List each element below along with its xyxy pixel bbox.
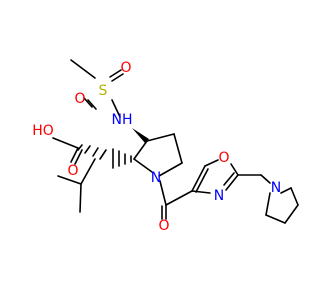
bond-s-o-right bbox=[109, 69, 122, 78]
bond-s-o-right-2 bbox=[111, 73, 124, 82]
bond-ox-c4-c5 bbox=[191, 165, 206, 192]
bond-c2-c3 bbox=[133, 140, 148, 160]
atom-sulfonyl-o2: O bbox=[120, 60, 131, 76]
atom-carboxyl-o: O bbox=[67, 163, 78, 179]
bond-ipr-me2 bbox=[79, 183, 82, 213]
bond-ox-c2-n-2 bbox=[223, 172, 235, 186]
bond-s-o-lower-2 bbox=[83, 97, 93, 108]
atom-sulfonamide-nh: NH bbox=[112, 112, 133, 128]
bond-pyr-c-n bbox=[265, 192, 271, 216]
bond-pyr-c-c3 bbox=[265, 214, 286, 224]
bond-cooh-o-double bbox=[70, 147, 79, 163]
bond-c5-n bbox=[158, 162, 183, 177]
atom-hydroxyl: HO bbox=[32, 123, 54, 139]
bond-ox-c5-o bbox=[204, 159, 219, 167]
bond-methyl-s bbox=[70, 59, 96, 79]
bond-ch2-n bbox=[260, 174, 271, 184]
bond-carbonyl-oxazole bbox=[165, 190, 193, 206]
bond-ox-c2-n bbox=[225, 174, 239, 191]
atom-pyrrolidine-n: N bbox=[151, 170, 161, 186]
bond-ox-n-c4 bbox=[191, 190, 211, 194]
bond-ipr-me1 bbox=[57, 175, 82, 185]
bond-wedge-c3-nh bbox=[132, 128, 149, 143]
bond-n-carbonyl bbox=[159, 180, 167, 206]
atom-labels: S O O NH HO O N O N O N bbox=[32, 60, 281, 234]
molecule-structure: S O O NH HO O N O N O N bbox=[32, 59, 299, 234]
atom-sulfonyl-s: S bbox=[99, 83, 108, 99]
bond-ox-o-c2 bbox=[230, 163, 239, 176]
bond-pyr-n-c bbox=[280, 187, 292, 194]
bond-hash-c2-calpha bbox=[112, 148, 132, 169]
bond-calpha-cipr bbox=[80, 158, 96, 185]
bonds bbox=[52, 59, 299, 224]
bond-s-nh bbox=[111, 99, 121, 118]
atom-oxazole-n: N bbox=[214, 188, 224, 204]
bond-pyr-c-c2 bbox=[284, 204, 299, 224]
bond-c3-c4 bbox=[146, 133, 175, 142]
bond-c4-c5 bbox=[173, 133, 183, 164]
bond-ox-c4-c5-2 bbox=[195, 168, 209, 193]
bond-n-c2 bbox=[133, 158, 153, 173]
bond-cooh-oh bbox=[52, 137, 79, 149]
atom-sulfonyl-o1: O bbox=[74, 91, 85, 107]
bond-cooh-o-double-2 bbox=[74, 149, 83, 165]
bond-hash-calpha-cooh bbox=[77, 144, 107, 160]
bond-s-o-lower bbox=[87, 99, 97, 110]
atom-amide-o: O bbox=[158, 218, 169, 234]
atom-oxazole-o: O bbox=[218, 150, 229, 166]
bond-pyr-c-c bbox=[290, 187, 299, 206]
atom-pyrrolidinyl-n: N bbox=[271, 180, 281, 196]
